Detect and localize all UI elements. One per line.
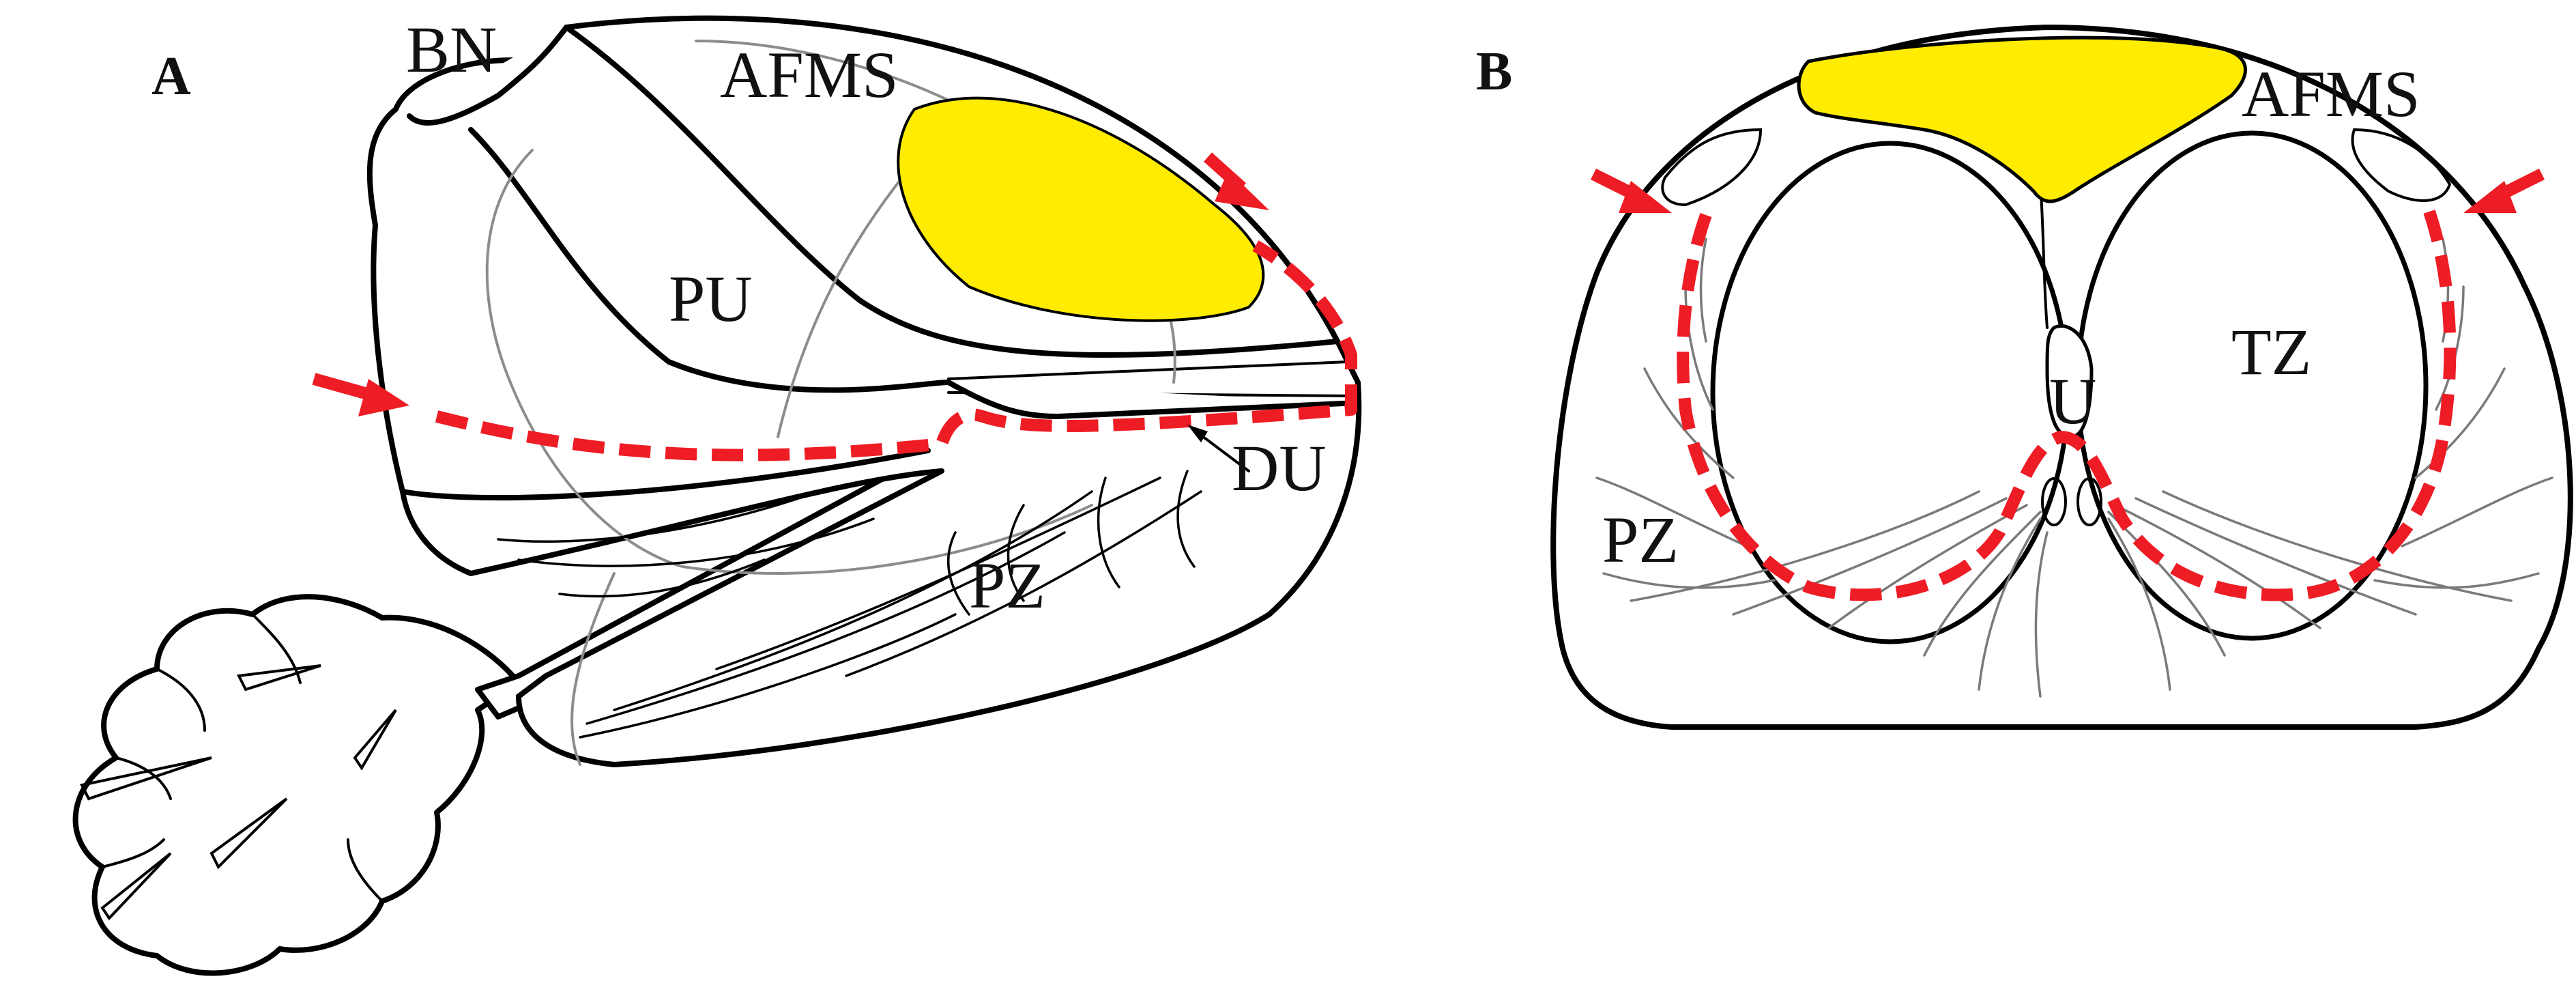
label-pu: PU (669, 262, 753, 335)
seminal-vesicle (72, 594, 521, 976)
label-u: U (2049, 365, 2096, 438)
afms-region-sagittal (897, 96, 1265, 322)
afms-region-axial (1797, 35, 2247, 203)
label-du: DU (1232, 431, 1327, 504)
panel-letter-a: A (151, 46, 191, 106)
label-pz-axial: PZ (1602, 503, 1679, 576)
dissection-line-axial (1677, 210, 2457, 601)
dissection-line-sagittal (435, 240, 1357, 461)
label-afms-axial: AFMS (2242, 57, 2420, 130)
panel-b-axial-view: B AFMS TZ U PZ (1476, 25, 2573, 730)
label-afms-sagittal: AFMS (720, 38, 898, 111)
panel-letter-b: B (1476, 42, 1512, 102)
label-tz: TZ (2231, 315, 2311, 388)
label-pz-sagittal: PZ (969, 549, 1045, 622)
panel-a-sagittal-view: A BN AFMS PU DU PZ (72, 13, 1362, 976)
label-bn: BN (406, 13, 497, 86)
